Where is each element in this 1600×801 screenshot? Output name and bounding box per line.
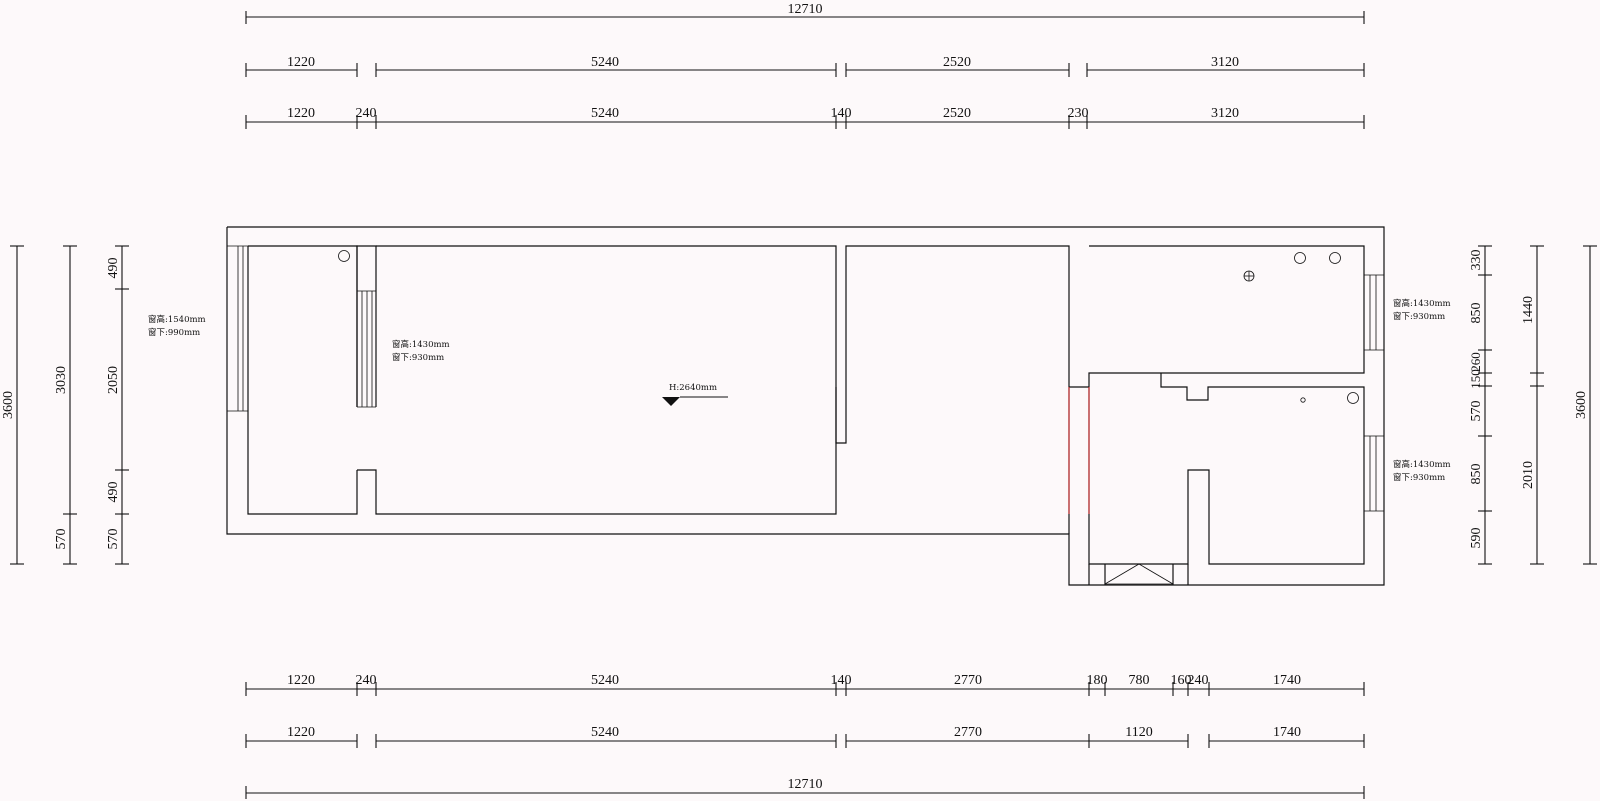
- dim-label-bottom-overall: 12710: [788, 777, 823, 792]
- dim-label-left-inner-2: 2050: [106, 366, 121, 394]
- right-outer-dimension: 3600: [1574, 245, 1597, 565]
- dim-label-bottom1-1: 1220: [287, 673, 315, 688]
- dim-label-top3-7: 3120: [1211, 106, 1239, 121]
- dim-label-left-inner-3: 490: [106, 482, 121, 503]
- ceiling-height-label: H:2640mm: [669, 383, 717, 393]
- dim-label-bottom1-8: 160: [1171, 673, 1192, 688]
- bottom-dimension-row-1: 1220 240 5240 140 2770 180 780 160 240 1…: [245, 673, 1365, 696]
- bottom-door-opening: [1104, 563, 1174, 585]
- dim-label-top2-1: 1220: [287, 55, 315, 70]
- dim-label-bottom1-4: 140: [831, 673, 852, 688]
- dim-label-bottom1-3: 5240: [591, 673, 619, 688]
- left-window-sill-note: 窗下:990mm: [148, 327, 200, 338]
- dim-label-top2-4: 3120: [1211, 55, 1239, 70]
- right-top-window-sill-note: 窗下:930mm: [1393, 311, 1445, 322]
- dim-label-bottom1-9: 240: [1188, 673, 1209, 688]
- fixture-small-circle: [1300, 397, 1306, 403]
- top-dimension-row-3: 1220 240 5240 140 2520 230 3120: [245, 106, 1365, 129]
- dim-label-bottom2-1: 1220: [287, 725, 315, 740]
- right-middle-dimension: 1440 2010: [1521, 245, 1544, 565]
- dim-label-bottom2-3: 2770: [954, 725, 982, 740]
- dim-label-bottom2-2: 5240: [591, 725, 619, 740]
- bottom-overall-dimension: 12710: [245, 777, 1365, 799]
- dim-label-left-inner-4: 570: [106, 529, 121, 550]
- fixture-circle-left: [338, 250, 350, 262]
- left-window: [227, 245, 248, 412]
- right-top-window: [1364, 274, 1384, 351]
- fixture-circle-right-2: [1329, 252, 1341, 264]
- dim-label-bottom1-5: 2770: [954, 673, 982, 688]
- crosshair-fixture-icon: [1243, 270, 1255, 282]
- dim-label-top3-5: 2520: [943, 106, 971, 121]
- dim-label-top3-4: 140: [831, 106, 852, 121]
- left-window-height-note: 窗高:1540mm: [148, 314, 206, 325]
- right-top-window-height-note: 窗高:1430mm: [1393, 298, 1451, 309]
- dim-label-top-overall: 12710: [788, 2, 823, 17]
- dim-label-top2-2: 5240: [591, 55, 619, 70]
- main-window-height-note: 窗高:1430mm: [392, 339, 450, 350]
- dim-label-bottom1-2: 240: [356, 673, 377, 688]
- dim-label-bottom1-10: 1740: [1273, 673, 1301, 688]
- dim-label-top3-1: 1220: [287, 106, 315, 121]
- dim-label-right-outer: 3600: [1574, 391, 1589, 419]
- top-overall-dimension: 12710: [245, 2, 1365, 24]
- dim-label-top3-6: 230: [1068, 106, 1089, 121]
- fixture-circle-right-3: [1347, 392, 1359, 404]
- dim-label-bottom2-4: 1120: [1125, 725, 1152, 740]
- dim-label-left-middle-2: 570: [54, 529, 69, 550]
- dim-label-bottom1-6: 180: [1087, 673, 1108, 688]
- right-inner-dimension: 330 850 260 150 570 850 590: [1468, 245, 1492, 565]
- dim-label-right-inner-5: 570: [1469, 401, 1484, 422]
- dim-label-left-middle-1: 3030: [54, 366, 69, 394]
- dim-label-top3-3: 5240: [591, 106, 619, 121]
- left-outer-dimension: 3600: [1, 245, 24, 565]
- dim-label-top2-3: 2520: [943, 55, 971, 70]
- dim-label-bottom2-5: 1740: [1273, 725, 1301, 740]
- right-bottom-window-height-note: 窗高:1430mm: [1393, 459, 1451, 470]
- dim-label-right-inner-2: 850: [1469, 303, 1484, 324]
- top-dimension-row-2: 1220 5240 2520 3120: [245, 55, 1365, 77]
- dim-label-left-outer: 3600: [1, 391, 16, 419]
- left-room-window: [357, 290, 376, 408]
- dim-label-right-inner-6: 850: [1469, 464, 1484, 485]
- dim-label-right-inner-1: 330: [1469, 250, 1484, 271]
- dim-label-left-inner-1: 490: [106, 258, 121, 279]
- dim-label-top3-2: 240: [356, 106, 377, 121]
- dim-label-bottom1-7: 780: [1129, 673, 1150, 688]
- right-bottom-window: [1364, 435, 1384, 512]
- ceiling-height-marker: H:2640mm: [662, 383, 728, 406]
- dim-label-right-middle-1: 1440: [1521, 296, 1536, 324]
- bottom-dimension-row-2: 1220 5240 2770 1120 1740: [245, 725, 1365, 748]
- main-window-sill-note: 窗下:930mm: [392, 352, 444, 363]
- right-bottom-window-sill-note: 窗下:930mm: [1393, 472, 1445, 483]
- red-opening-lines: [1068, 387, 1090, 514]
- left-inner-dimension: 490 2050 490 570: [106, 245, 129, 565]
- fixture-circle-right-1: [1294, 252, 1306, 264]
- dim-label-right-inner-3: 260: [1468, 352, 1483, 372]
- dim-label-right-middle-2: 2010: [1521, 461, 1536, 489]
- left-middle-dimension: 3030 570: [54, 245, 77, 565]
- dim-label-right-inner-4: 150: [1468, 369, 1483, 389]
- dim-label-right-inner-7: 590: [1469, 528, 1484, 549]
- floor-plan-walls: [226, 226, 1385, 586]
